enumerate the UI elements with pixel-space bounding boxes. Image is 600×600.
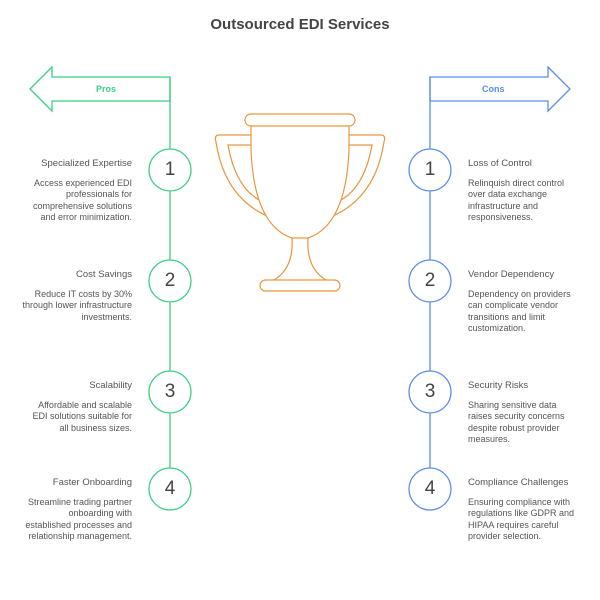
item-title: Scalability <box>89 380 132 391</box>
pros-circle-4 <box>148 467 192 511</box>
pros-number-1: 1 <box>164 159 176 180</box>
cons-arrow <box>429 65 571 113</box>
item-desc: Access experienced EDI professionals for… <box>32 178 132 222</box>
pros-circle-2 <box>148 259 192 303</box>
item-title: Vendor Dependency <box>468 269 555 280</box>
item-desc: Streamline trading partner onboarding wi… <box>25 497 132 541</box>
item-title: Cost Savings <box>76 269 132 280</box>
pros-number-4: 4 <box>164 478 176 499</box>
item-desc: Reduce IT costs by 30% through lower inf… <box>22 289 132 322</box>
pros-number-2: 2 <box>164 270 176 291</box>
cons-circle-2 <box>408 259 452 303</box>
item-desc: Sharing sensitive data raises security c… <box>468 400 565 444</box>
pros-arrow <box>29 65 171 113</box>
item-desc: Relinquish direct control over data exch… <box>468 178 565 222</box>
item-desc: Ensuring compliance with regulations lik… <box>468 497 575 541</box>
cons-circle-4 <box>408 467 452 511</box>
trophy-icon <box>214 113 386 292</box>
cons-label: Cons <box>482 84 505 94</box>
page-title: Outsourced EDI Services <box>210 16 390 33</box>
item-title: Specialized Expertise <box>41 158 132 169</box>
item-desc: Affordable and scalable EDI solutions su… <box>32 400 132 433</box>
cons-circle-3 <box>408 370 452 414</box>
pros-circle-3 <box>148 370 192 414</box>
pros-label: Pros <box>96 84 117 94</box>
cons-circle-1 <box>408 148 452 192</box>
item-title: Faster Onboarding <box>52 477 132 488</box>
cons-number-3: 3 <box>424 381 436 402</box>
item-title: Security Risks <box>468 380 529 391</box>
cons-number-1: 1 <box>424 159 436 180</box>
item-title: Compliance Challenges <box>468 477 569 488</box>
item-desc: Dependency on providers can complicate v… <box>468 289 571 333</box>
cons-number-2: 2 <box>424 270 436 291</box>
pros-circle-1 <box>148 148 192 192</box>
cons-number-4: 4 <box>424 478 436 499</box>
item-title: Loss of Control <box>468 158 532 169</box>
pros-number-3: 3 <box>164 381 176 402</box>
